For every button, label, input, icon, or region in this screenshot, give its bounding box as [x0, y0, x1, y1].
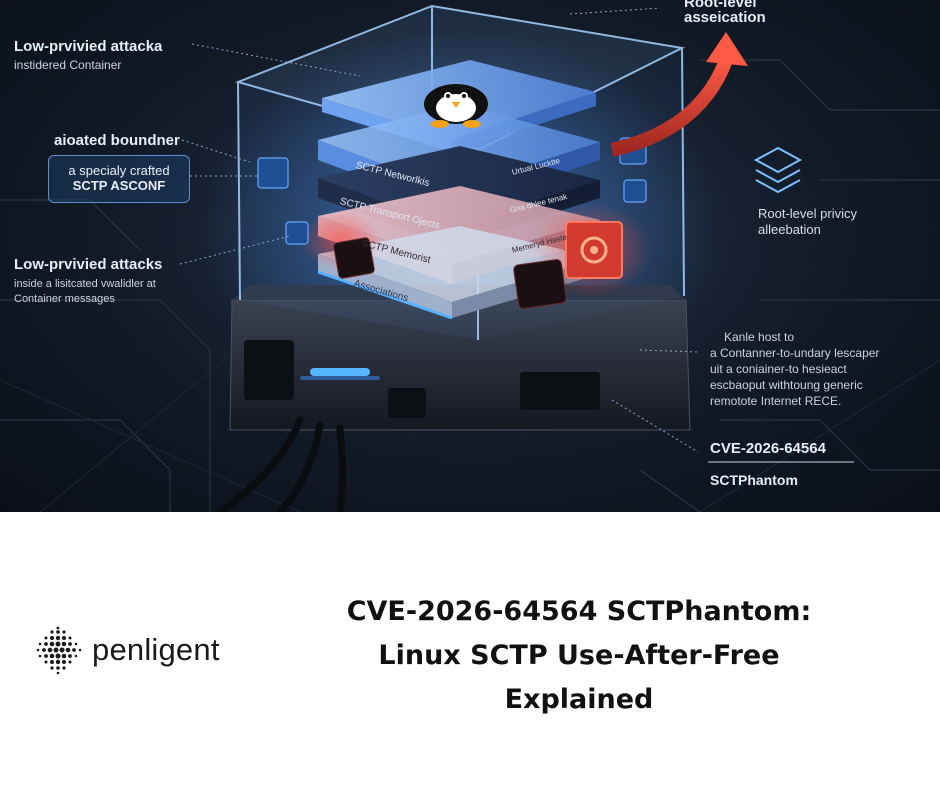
asconf-line1: a specialy crafted	[68, 163, 170, 178]
root-level-label: Root-level	[684, 0, 757, 11]
penligent-dots-icon	[36, 626, 82, 675]
association-label: asseication	[684, 9, 766, 26]
left-mid-title: aioated boundner	[54, 132, 180, 149]
article-headline: CVE-2026-64564 SCTPhantom: Linux SCTP Us…	[288, 590, 870, 722]
cve-tag-name: SCTPhantom	[710, 472, 798, 488]
hero-illustration: Root-level asseication Low-prvivied atta…	[0, 0, 940, 512]
left-bottom-sub2: Container messages	[14, 293, 115, 305]
brand-name: penligent	[92, 632, 220, 667]
red-arrow-icon	[610, 32, 748, 157]
right-lower-line2: uit a coniainer-to hesieact	[710, 362, 847, 376]
left-bottom-sub1: inside a lisitcated vwalidler at	[14, 278, 156, 290]
headline-line2: Linux SCTP Use-After-Free	[378, 640, 780, 671]
right-mid-line1: Root-level privicy	[758, 206, 857, 221]
headline-line3: Explained	[504, 684, 654, 715]
brand-logo[interactable]: penligent	[30, 622, 220, 678]
left-top-title: Low-prvivied attacka	[14, 38, 163, 55]
stack-layers-icon	[753, 146, 803, 194]
asconf-line2: SCTP ASCONF	[72, 178, 166, 193]
right-lower-line3: escbaoput withtoung generic	[710, 378, 863, 392]
left-top-subtitle: instidered Container	[14, 58, 122, 72]
linux-penguin-icon	[424, 84, 488, 128]
gear-chip-icon	[565, 221, 623, 279]
asconf-callout: a specialy crafted SCTP ASCONF	[48, 155, 190, 203]
left-bottom-title: Low-prvivied attacks	[14, 256, 163, 273]
right-lower-line4: remotote Internet RECE.	[710, 394, 842, 408]
right-lower-line0: Kanle host to	[724, 330, 795, 344]
exploit-blocks	[333, 237, 567, 309]
headline-line1: CVE-2026-64564 SCTPhantom:	[346, 596, 812, 627]
right-mid-line2: alleebation	[758, 222, 821, 237]
hero-artwork	[0, 4, 940, 512]
right-lower-line1: a Contanner-to-undary lescaper	[710, 346, 880, 360]
sctp-layer-stack	[317, 60, 600, 320]
cve-tag-id: CVE-2026-64564	[710, 440, 826, 457]
